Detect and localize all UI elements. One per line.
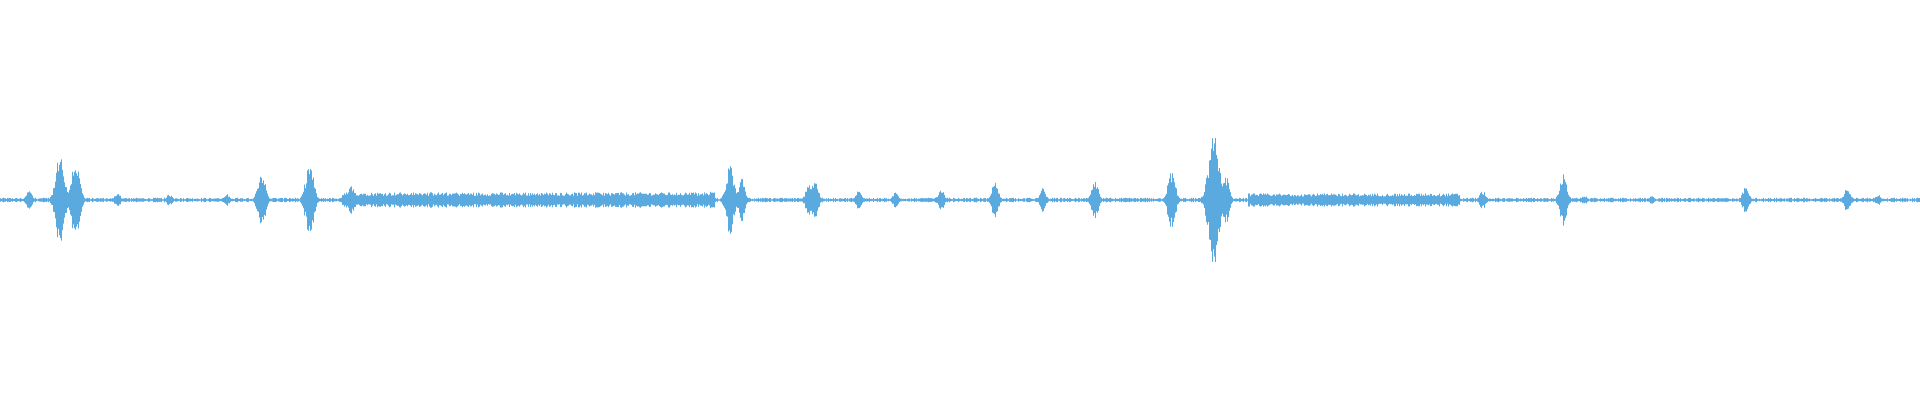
waveform-bars <box>0 137 1920 263</box>
